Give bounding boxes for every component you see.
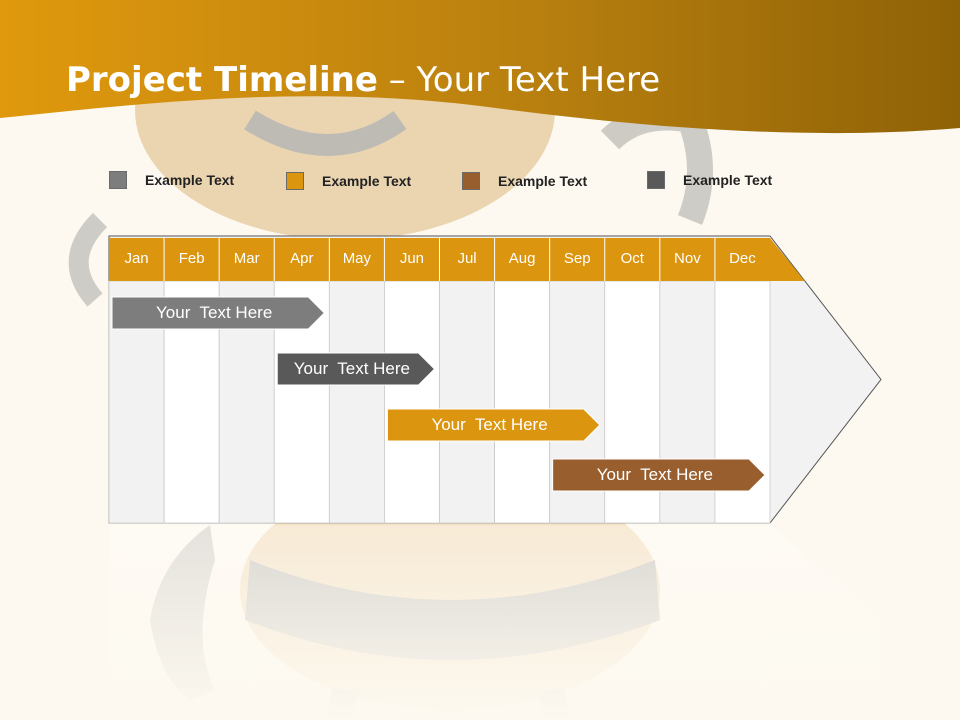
legend-item-1: Example Text <box>109 171 234 189</box>
task-arrow-3 <box>386 408 601 442</box>
task-label-3: Your Text Here <box>431 415 548 434</box>
legend-swatch-3 <box>462 172 480 190</box>
month-label-apr: Apr <box>290 250 314 267</box>
month-label-may: May <box>342 250 372 267</box>
legend-label-2: Example Text <box>322 173 412 189</box>
month-label-nov: Nov <box>674 250 701 267</box>
task-label-1: Your Text Here <box>156 303 273 322</box>
month-label-dec: Dec <box>729 250 756 267</box>
slide-title-rest: – Your Text Here <box>377 60 661 100</box>
slide-title: Project Timeline – Your Text Here <box>66 60 660 100</box>
month-header-arrow-tip <box>770 238 805 281</box>
legend-item-4: Example Text <box>647 171 772 189</box>
legend-item-3: Example Text <box>462 172 587 190</box>
month-label-mar: Mar <box>233 250 260 267</box>
legend-swatch-4 <box>647 171 665 189</box>
legend-label-1: Example Text <box>145 172 235 188</box>
task-label-4: Your Text Here <box>596 465 713 484</box>
month-label-jul: Jul <box>457 250 477 267</box>
month-label-jan: Jan <box>124 250 149 267</box>
month-column-jul <box>439 280 495 524</box>
month-label-aug: Aug <box>508 250 536 267</box>
task-arrow-1 <box>111 296 326 330</box>
month-column-may <box>328 280 385 524</box>
legend-swatch-2 <box>286 172 304 190</box>
slide-title-bold: Project Timeline <box>66 60 378 100</box>
month-column-jun <box>384 280 440 524</box>
month-label-oct: Oct <box>620 250 644 267</box>
month-label-jun: Jun <box>399 250 425 267</box>
task-label-2: Your Text Here <box>293 359 410 378</box>
month-label-sep: Sep <box>563 250 591 267</box>
month-label-feb: Feb <box>178 250 205 267</box>
month-column-aug <box>494 280 551 524</box>
legend-item-2: Example Text <box>286 172 411 190</box>
task-arrow-4 <box>552 458 766 492</box>
legend-swatch-1 <box>109 171 127 189</box>
legend-label-4: Example Text <box>683 172 773 188</box>
task-arrow-2 <box>276 352 436 386</box>
legend-label-3: Example Text <box>498 173 588 189</box>
